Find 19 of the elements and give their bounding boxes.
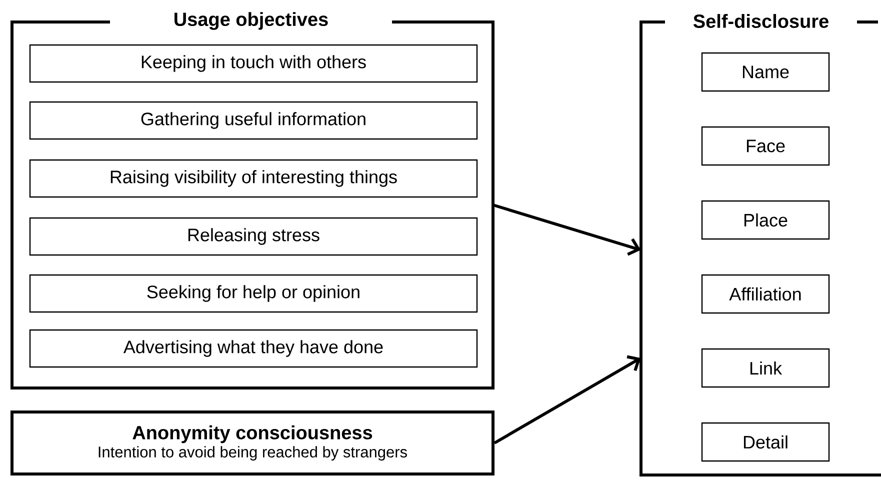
item-box: Raising visibility of interesting things [29,159,478,198]
item-box: Releasing stress [29,217,478,256]
item-box: Name [701,52,830,92]
group-frame [640,14,881,476]
item-box: Affiliation [701,274,830,314]
item-box: Face [701,126,830,166]
group-frame [10,12,494,390]
arrow [494,355,641,444]
item-box: Detail [701,422,830,462]
item-box: Gathering useful information [29,101,478,140]
item-box: Place [701,200,830,240]
item-box: Advertising what they have done [29,329,478,368]
arrow [492,204,641,256]
frame-title: Self-disclosure [693,14,828,28]
factor-box: Anonymity consciousness Intention to avoid being reached by strangers [10,410,494,476]
item-box: Keeping in touch with others [29,44,478,83]
frame-title: Usage objectives [174,12,328,30]
item-box: Seeking for help or opinion [29,274,478,313]
item-box: Link [701,348,830,388]
